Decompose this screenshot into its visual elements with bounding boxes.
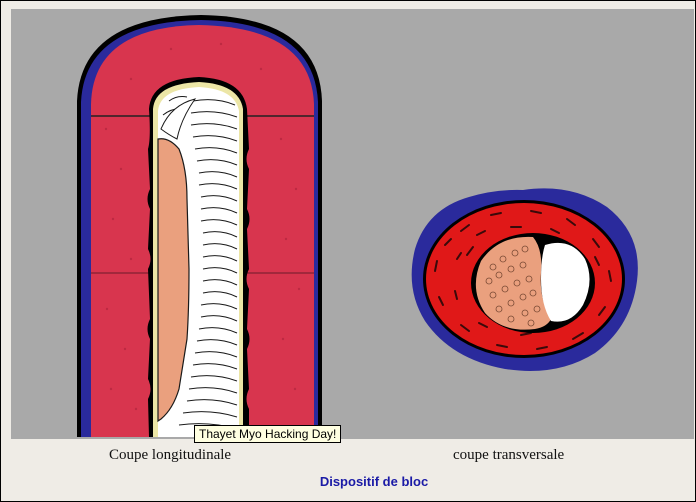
figure-subtitle: Dispositif de bloc xyxy=(1,474,696,489)
transverse-caption: coupe transversale xyxy=(453,447,564,464)
tooltip: Thayet Myo Hacking Day! xyxy=(194,425,341,443)
artery-illustration xyxy=(11,9,694,439)
longitudinal-section xyxy=(77,15,322,437)
transverse-section xyxy=(412,188,638,371)
longitudinal-caption: Coupe longitudinale xyxy=(109,447,231,464)
